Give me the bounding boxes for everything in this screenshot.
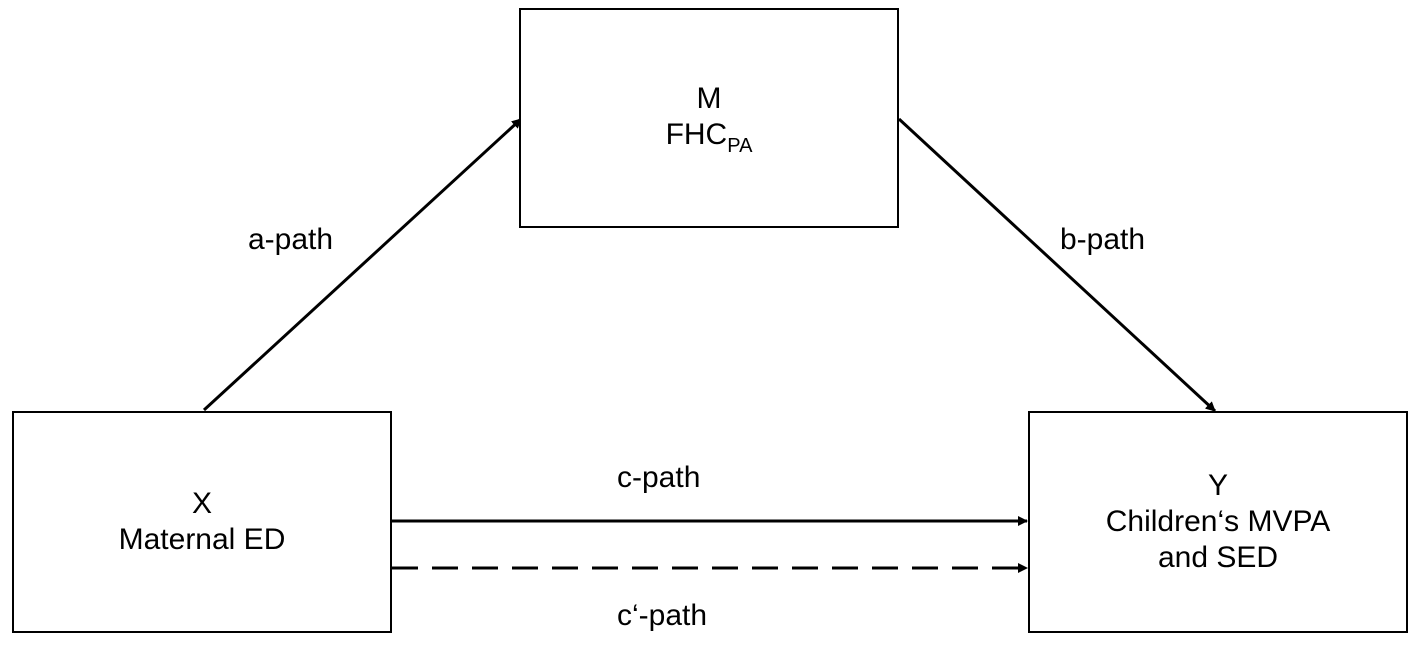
predictor-box: X Maternal ED xyxy=(12,411,392,633)
mediator-name: FHCPA xyxy=(665,117,753,157)
mediator-box: M FHCPA xyxy=(519,8,899,228)
mediator-letter: M xyxy=(696,81,722,115)
predictor-letter: X xyxy=(191,487,212,520)
b-path-label: b-path xyxy=(1060,223,1146,256)
mediator-name-text: FHC xyxy=(665,117,728,151)
predictor-name: Maternal ED xyxy=(118,523,286,556)
a-path-arrow xyxy=(202,117,523,412)
c-path-label: c-path xyxy=(617,461,701,494)
c-prime-path-label: c‘-path xyxy=(617,599,708,632)
a-path-label: a-path xyxy=(248,223,334,256)
mediator-name-subscript: PA xyxy=(727,134,753,157)
outcome-name-line2: and SED xyxy=(1157,541,1279,574)
outcome-letter: Y xyxy=(1207,469,1228,502)
b-path-arrow xyxy=(897,117,1217,413)
outcome-name-line1: Children‘s MVPA xyxy=(1105,505,1331,538)
outcome-box: Y Children‘s MVPA and SED xyxy=(1028,411,1408,633)
